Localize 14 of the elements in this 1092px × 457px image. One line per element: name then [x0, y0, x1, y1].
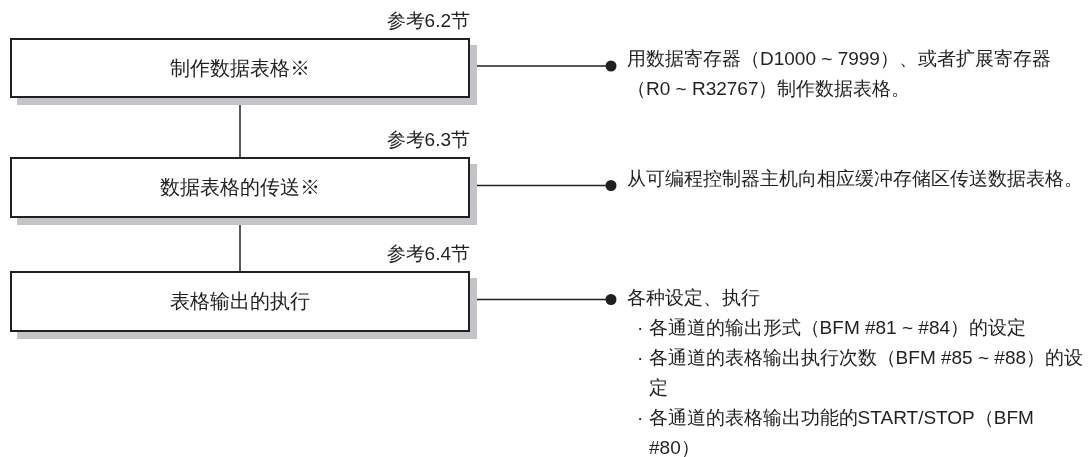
section-reference: 参考6.4节 — [386, 242, 470, 266]
bullet-item: · 各通道的表格输出执行次数（BFM #85 ~ #88）的设定 — [636, 346, 1085, 400]
bullet-item: · 各通道的输出形式（BFM #81 ~ #84）的设定 — [636, 316, 1028, 340]
leader-line — [476, 294, 617, 305]
connector-line — [239, 104, 241, 158]
section-reference: 参考6.3节 — [386, 128, 470, 152]
connector-line — [239, 224, 241, 272]
section-reference: 参考6.2节 — [386, 9, 470, 33]
bullet-item: · 各通道的表格输出功能的START/STOP（BFM #80） — [636, 406, 1035, 457]
leader-line — [476, 60, 617, 72]
description-text: 各种设定、执行 — [627, 286, 761, 310]
description-text: 从可编程控制器主机向相应缓冲存储区传送数据表格。 — [627, 167, 1084, 191]
description-text: 用数据寄存器（D1000 ~ 7999）、或者扩展寄存器（R0 ~ R32767）制作数据表格。 — [627, 47, 1052, 101]
leader-line — [476, 180, 617, 191]
